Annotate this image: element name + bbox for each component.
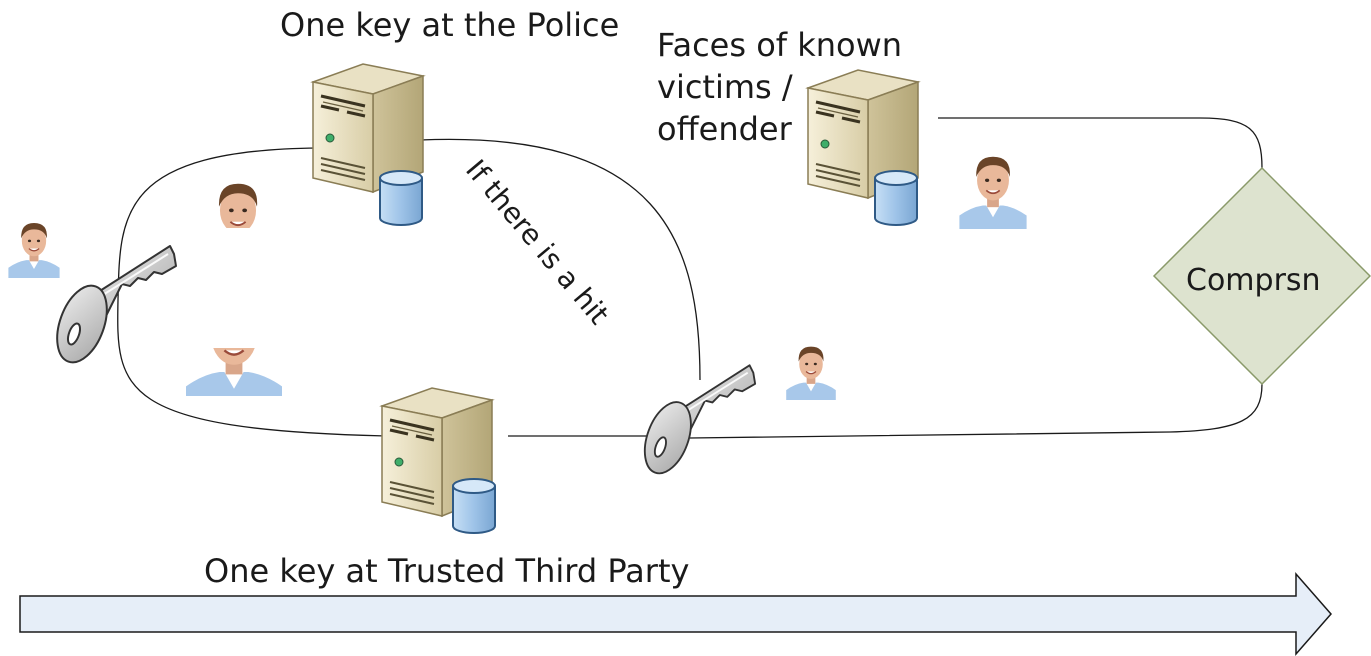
comparison-diamond xyxy=(1152,166,1371,386)
ttp-key-label: One key at Trusted Third Party xyxy=(204,552,690,590)
connector-left-loop xyxy=(117,147,389,437)
flow-arrow xyxy=(19,572,1332,656)
key-icon-left xyxy=(46,245,177,371)
face-photo-icon-comparison xyxy=(958,144,1028,230)
known-faces-label-line2: victims / xyxy=(657,68,793,106)
connector-police-to-key xyxy=(419,138,701,381)
database-icon xyxy=(874,170,918,226)
known-faces-label: Faces of known victims / offender xyxy=(657,24,917,150)
face-photo-icon-input xyxy=(7,213,61,279)
ttp-server xyxy=(380,386,496,534)
known-faces-label-line1: Faces of known xyxy=(657,26,903,64)
database-icon xyxy=(379,170,423,226)
face-photo-icon-decrypted xyxy=(785,337,837,401)
comparison-label: Comprsn xyxy=(1186,263,1321,298)
key-icon-right xyxy=(635,364,757,481)
face-photo-lower-half xyxy=(186,348,282,396)
police-server xyxy=(311,62,425,226)
police-key-label: One key at the Police xyxy=(280,6,620,44)
known-faces-label-line3: offender xyxy=(657,110,792,148)
face-photo-upper-half xyxy=(200,170,276,228)
connector-db-to-comparison xyxy=(938,117,1263,169)
database-icon xyxy=(452,478,496,534)
connector-key-to-comparison xyxy=(689,383,1263,439)
